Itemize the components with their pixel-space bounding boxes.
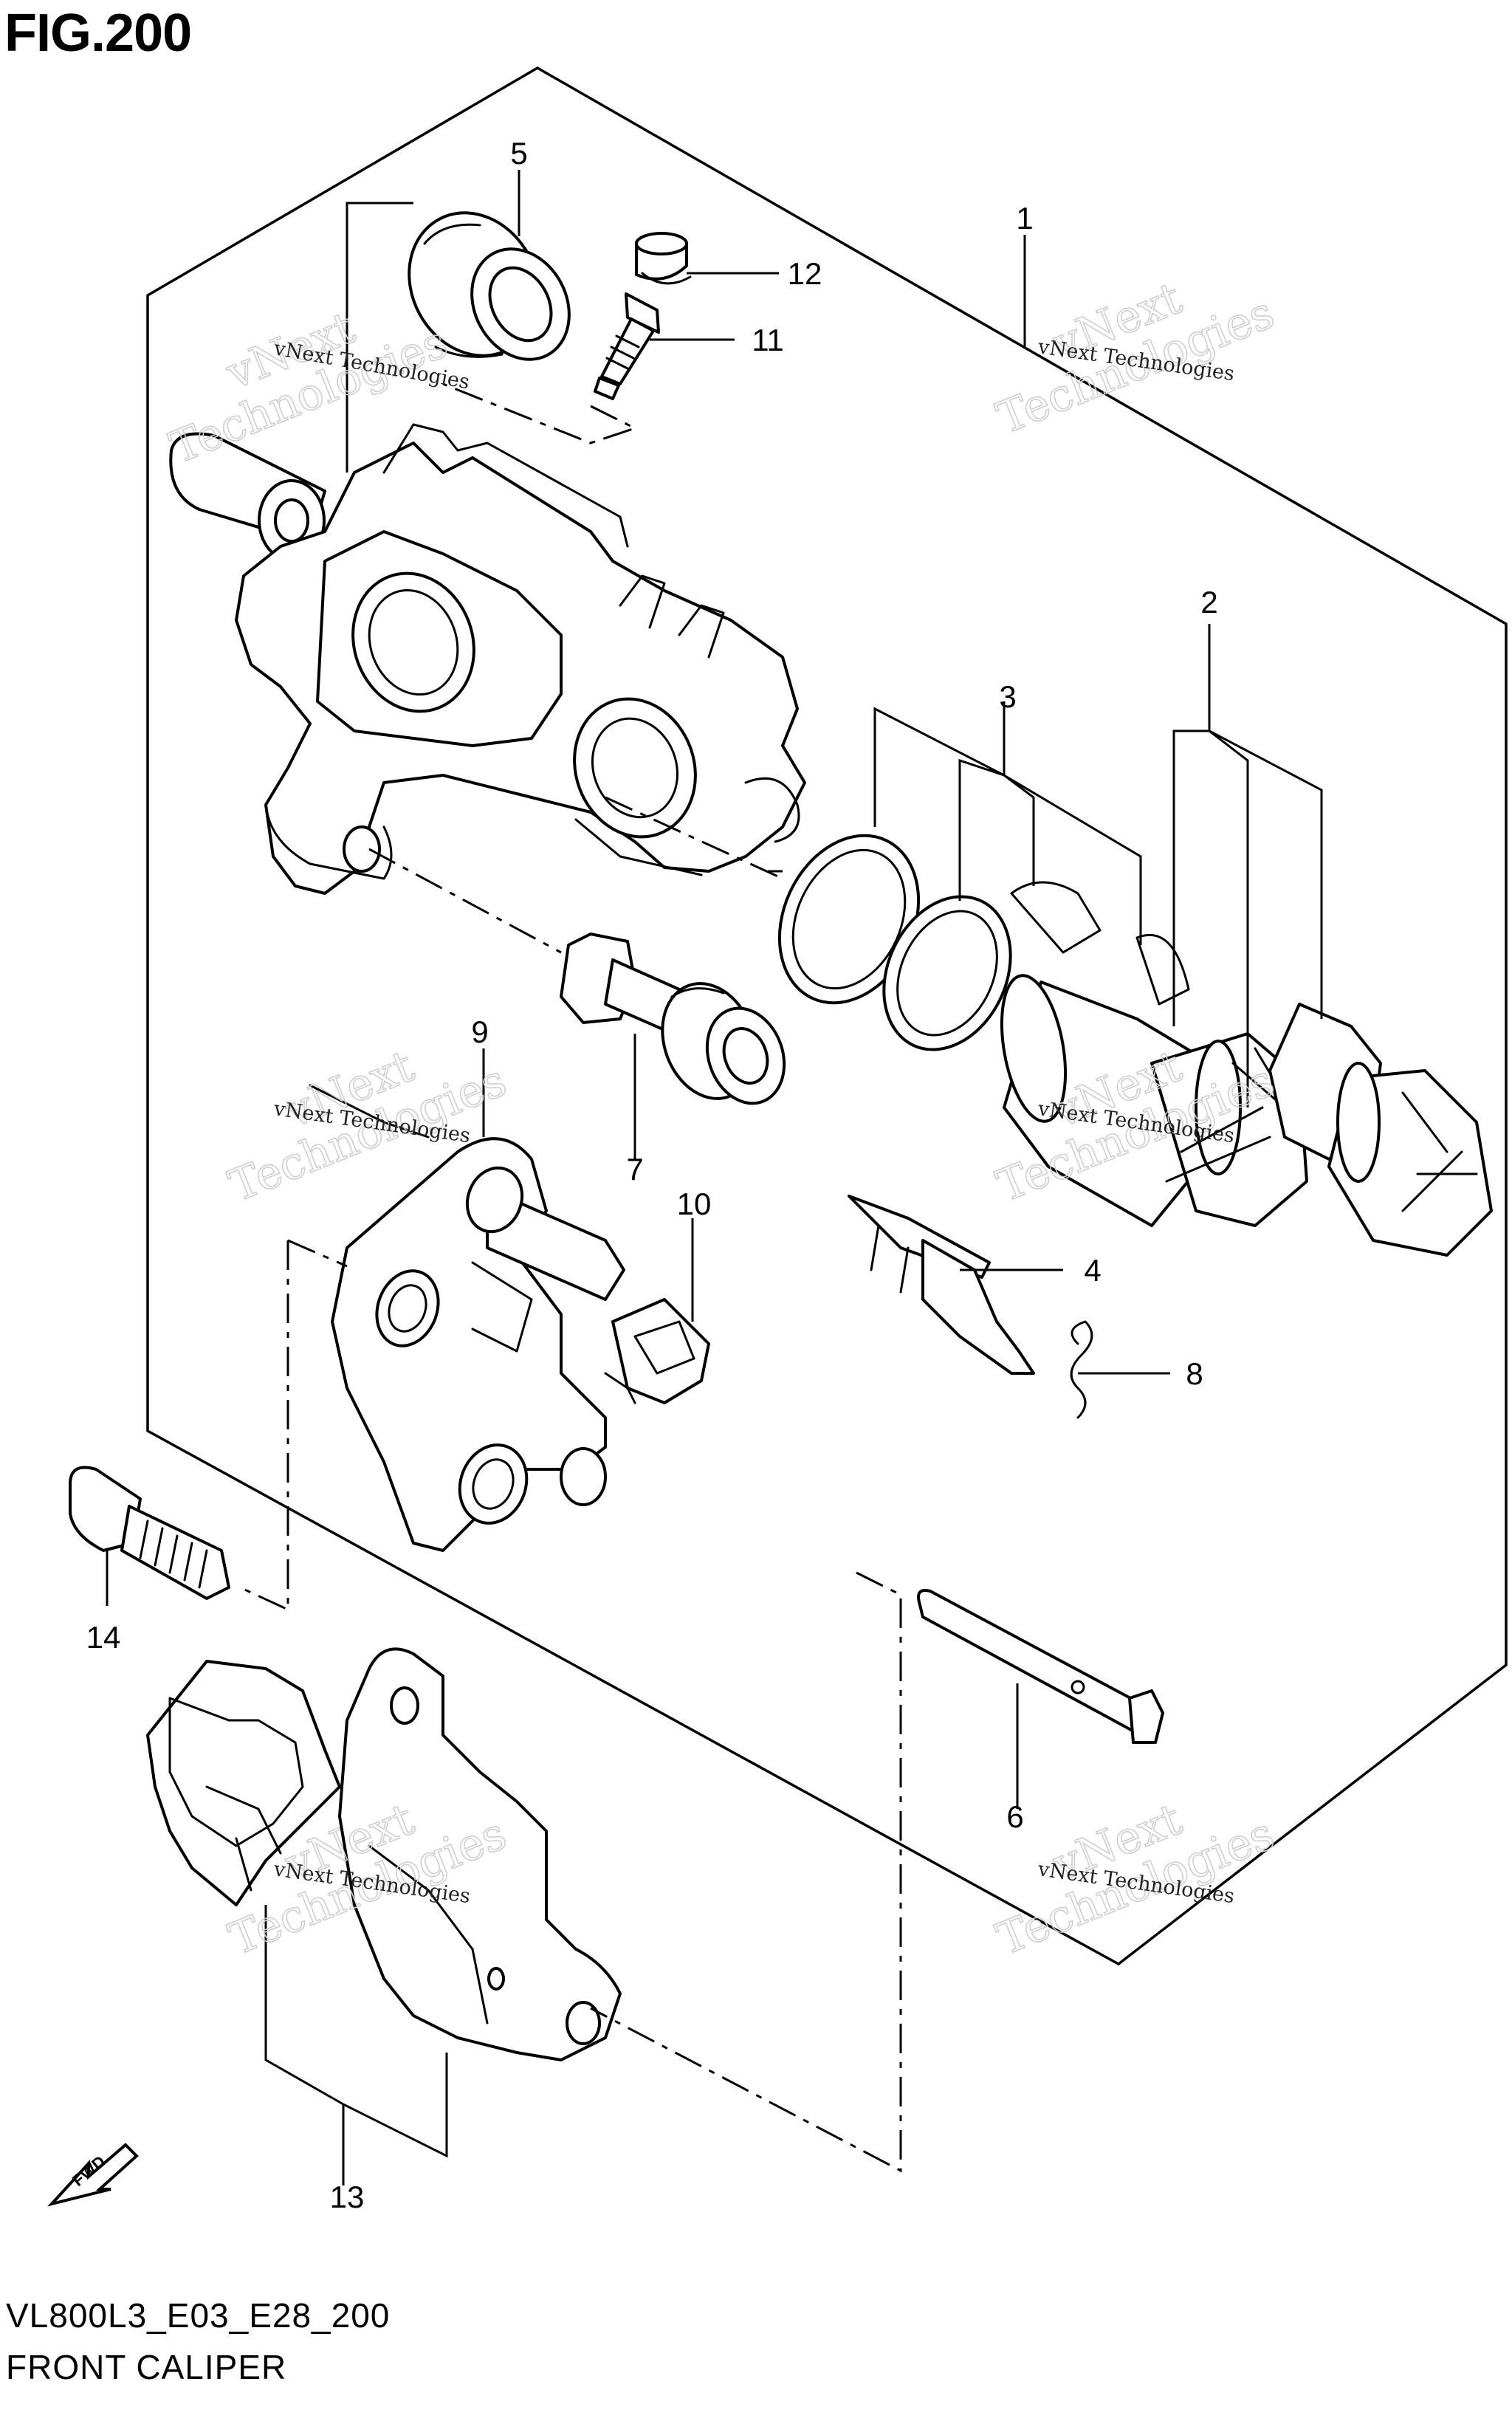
part-2-piston-large	[1000, 974, 1308, 1227]
callout-14: 14	[86, 1620, 121, 1655]
callout-10: 10	[677, 1187, 712, 1221]
part-3-dust-seal	[882, 895, 1012, 1051]
part-6-pad-pin	[917, 1589, 1164, 1744]
callout-5: 5	[510, 136, 527, 171]
callout-8: 8	[1186, 1356, 1203, 1391]
part-3-seal-rear	[1010, 881, 1190, 1006]
leader-lines	[106, 170, 1323, 2185]
callout-3: 3	[999, 679, 1016, 714]
figure-caption: FRONT CALIPER	[6, 2348, 287, 2386]
caliper-body	[169, 423, 806, 895]
callout-2: 2	[1200, 585, 1217, 619]
part-8-clip	[1070, 1320, 1093, 1419]
callout-7: 7	[626, 1152, 643, 1187]
part-12-bleeder-cap	[635, 232, 692, 285]
part-14-bolt	[69, 1466, 230, 1600]
part-10-clip	[604, 1298, 710, 1404]
callout-11: 11	[752, 323, 784, 357]
part-9-bracket	[309, 1084, 625, 1552]
callout-13: 13	[330, 2180, 365, 2214]
part-13-pad-front	[146, 1660, 341, 1906]
part-7-slide-pin	[560, 933, 786, 1105]
figure-code: VL800L3_E03_E28_200	[6, 2296, 391, 2335]
part-4-pad-spring	[848, 1195, 1035, 1375]
part-5-boot	[408, 211, 571, 361]
fwd-direction-arrow: FWD	[47, 2143, 139, 2207]
assembly-frame-outline	[146, 66, 1508, 1966]
callout-labels: 1 2 3 4 5 6 7 8 9 10 11 12 13 14	[86, 136, 1218, 2214]
figure-title: FIG.200	[4, 4, 192, 63]
callout-6: 6	[1006, 1799, 1023, 1834]
callout-1: 1	[1016, 201, 1033, 236]
callout-4: 4	[1084, 1253, 1101, 1288]
part-13-pad-rear	[338, 1647, 622, 2061]
callout-12: 12	[788, 256, 822, 291]
callout-9: 9	[471, 1014, 488, 1049]
part-11-bleeder-screw	[594, 292, 660, 400]
part-2-piston-small	[1268, 1003, 1493, 1257]
